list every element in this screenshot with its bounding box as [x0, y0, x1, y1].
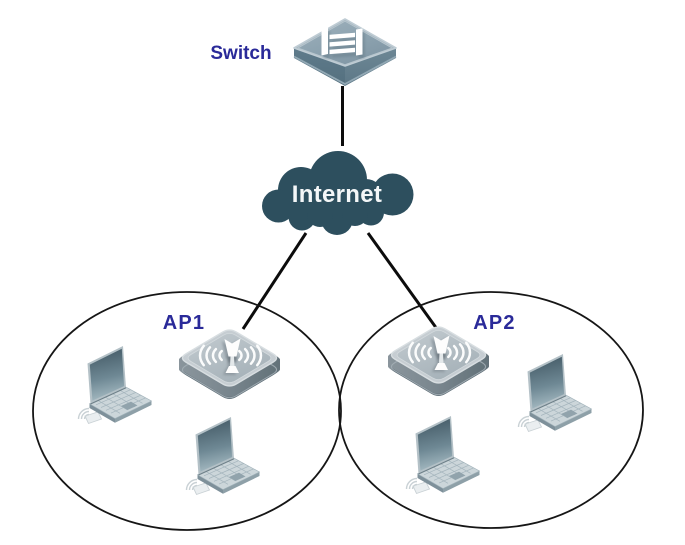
- svg-text:AP1: AP1: [163, 312, 206, 334]
- svg-text:AP2: AP2: [473, 312, 516, 334]
- svg-text:Switch: Switch: [210, 43, 271, 64]
- svg-text:Internet: Internet: [292, 181, 382, 208]
